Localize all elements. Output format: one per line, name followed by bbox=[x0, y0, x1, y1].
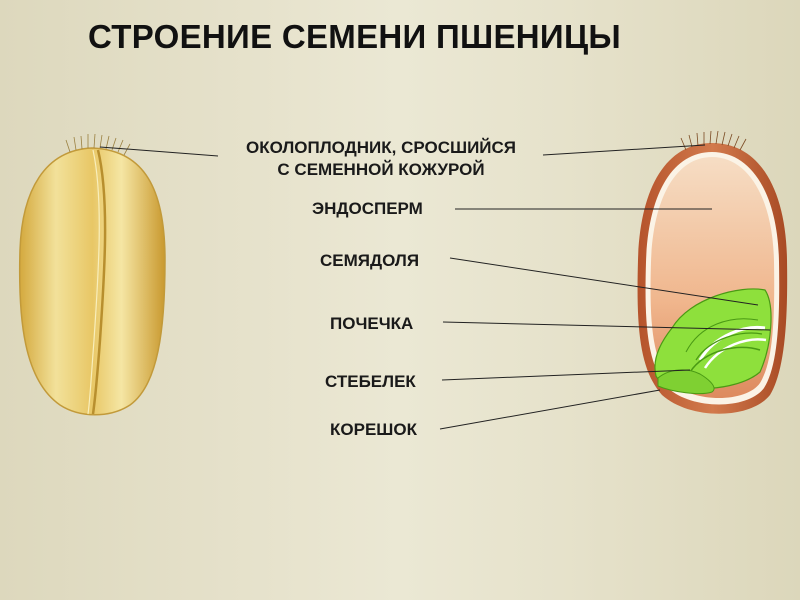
label-stem: СТЕБЕЛЕК bbox=[325, 372, 416, 391]
leader-stem bbox=[441, 369, 691, 381]
grain-section bbox=[637, 130, 788, 414]
leader-root bbox=[439, 389, 661, 430]
label-bud: ПОЧЕЧКА bbox=[330, 314, 414, 333]
leader-pericarp-left bbox=[99, 146, 219, 157]
label-cotyledon: СЕМЯДОЛЯ bbox=[320, 251, 420, 270]
label-root: КОРЕШОК bbox=[330, 420, 417, 439]
label-pericarp-line2: С СЕМЕННОЙ КОЖУРОЙ bbox=[277, 160, 485, 179]
label-endosperm: ЭНДОСПЕРМ bbox=[312, 199, 423, 218]
label-pericarp: ОКОЛОПЛОДНИК, СРОСШИЙСЯ С СЕМЕННОЙ КОЖУР… bbox=[216, 138, 546, 180]
leader-cotyledon bbox=[449, 257, 759, 306]
whole-grain bbox=[18, 133, 166, 416]
diagram-title: СТРОЕНИЕ СЕМЕНИ ПШЕНИЦЫ bbox=[88, 18, 621, 55]
leader-bud bbox=[442, 321, 771, 331]
leader-lines bbox=[99, 144, 771, 430]
label-pericarp-line1: ОКОЛОПЛОДНИК, СРОСШИЙСЯ bbox=[245, 138, 517, 157]
leader-pericarp-right bbox=[542, 144, 706, 156]
